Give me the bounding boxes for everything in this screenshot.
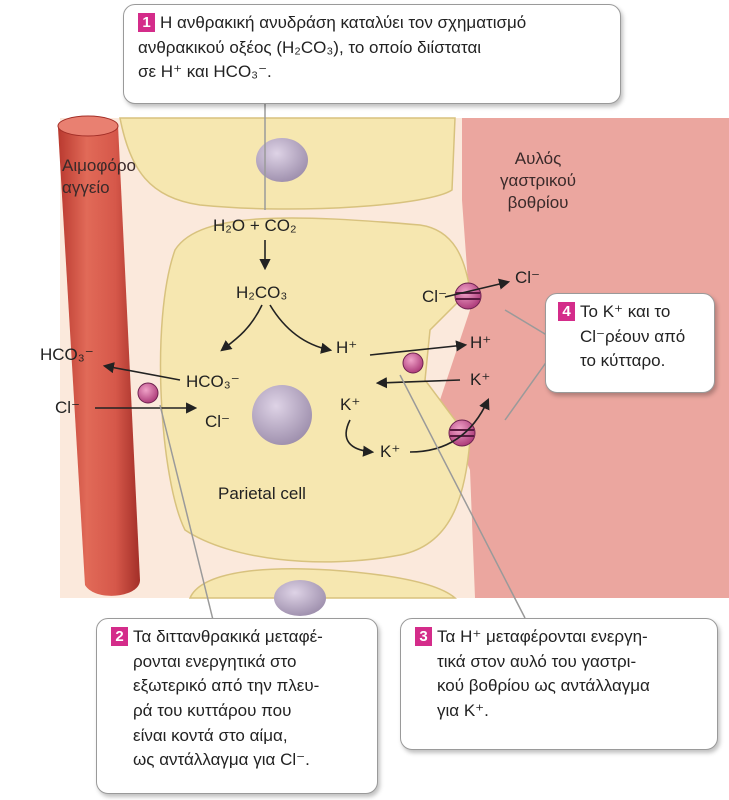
hco3-cell-label: HCO₃⁻ xyxy=(186,372,240,392)
k-cell-label: K⁺ xyxy=(340,395,360,415)
callout-1-line2: ανθρακικού οξέος (H₂CO₃), το οποίο διίστ… xyxy=(138,36,606,61)
callout-1-number: 1 xyxy=(138,13,155,32)
cl-blood-label: Cl⁻ xyxy=(55,398,80,418)
vessel-opening xyxy=(58,116,118,136)
h-k-pump xyxy=(403,353,423,373)
hco3-blood-label: HCO₃⁻ xyxy=(40,345,94,365)
callout-3-text1: Τα H⁺ μεταφέρονται ενεργη- xyxy=(437,627,648,646)
callout-2-line5: είναι κοντά στο αίμα, xyxy=(111,724,363,749)
callout-3-line1: 3 Τα H⁺ μεταφέρονται ενεργη- xyxy=(415,625,703,650)
blood-vessel-label: Αιμοφόρο αγγείο xyxy=(62,155,136,199)
callout-2-line4: ρά του κυττάρου που xyxy=(111,699,363,724)
hco3-cl-exchanger xyxy=(138,383,158,403)
callout-2-line2: ρονται ενεργητικά στο xyxy=(111,650,363,675)
callout-3: 3 Τα H⁺ μεταφέρονται ενεργη- τικά στον αυ… xyxy=(400,618,718,750)
callout-3-line2: τικά στον αυλό του γαστρι- xyxy=(415,650,703,675)
gastric-lumen-label-line1: Αυλός xyxy=(500,148,576,170)
h-lumen-label: H⁺ xyxy=(470,333,491,353)
lower-nucleus xyxy=(274,580,326,616)
gastric-lumen-label-line2: γαστρικού xyxy=(500,170,576,192)
callout-2-line1: 2 Τα διττανθρακικά μεταφέ- xyxy=(111,625,363,650)
callout-4-line2: Cl⁻ρέουν από xyxy=(558,325,702,350)
gastric-lumen-label: Αυλός γαστρικού βοθρίου xyxy=(500,148,576,214)
callout-4: 4 Το K⁺ και το Cl⁻ρέουν από το κύτταρο. xyxy=(545,293,715,393)
k-in-label: K⁺ xyxy=(380,442,400,462)
k-lumen-label: K⁺ xyxy=(470,370,490,390)
callout-1: 1 Η ανθρακική ανυδράση καταλύει τον σχημα… xyxy=(123,4,621,104)
cell-nucleus xyxy=(252,385,312,445)
callout-2-text1: Τα διττανθρακικά μεταφέ- xyxy=(133,627,323,646)
callout-3-line3: κού βοθρίου ως αντάλλαγμα xyxy=(415,674,703,699)
callout-2-number: 2 xyxy=(111,627,128,646)
callout-4-line1: 4 Το K⁺ και το xyxy=(558,300,702,325)
parietal-cell-label: Parietal cell xyxy=(218,484,306,504)
callout-1-line1: 1 Η ανθρακική ανυδράση καταλύει τον σχημα… xyxy=(138,11,606,36)
callout-2-line3: εξωτερικό από την πλευ- xyxy=(111,674,363,699)
h-cell-label: H⁺ xyxy=(336,338,357,358)
cl-channel xyxy=(455,283,481,309)
callout-4-line3: το κύτταρο. xyxy=(558,349,702,374)
h2o-co2-label: H₂O + CO₂ xyxy=(213,216,297,236)
callout-4-text1: Το K⁺ και το xyxy=(580,302,670,321)
callout-4-number: 4 xyxy=(558,302,575,321)
callout-3-line4: για K⁺. xyxy=(415,699,703,724)
cl-cell-label: Cl⁻ xyxy=(205,412,230,432)
blood-vessel-label-line1: Αιμοφόρο xyxy=(62,155,136,177)
h2co3-label: H₂CO₃ xyxy=(236,283,287,303)
cl-lumen-label: Cl⁻ xyxy=(515,268,540,288)
callout-1-text1: Η ανθρακική ανυδράση καταλύει τον σχηματ… xyxy=(160,13,526,32)
callout-1-line3: σε H⁺ και HCO₃⁻. xyxy=(138,60,606,85)
upper-nucleus xyxy=(256,138,308,182)
gastric-lumen-label-line3: βοθρίου xyxy=(500,192,576,214)
callout-3-number: 3 xyxy=(415,627,432,646)
callout-2-line6: ως αντάλλαγμα για Cl⁻. xyxy=(111,748,363,773)
callout-2: 2 Τα διττανθρακικά μεταφέ- ρονται ενεργητ… xyxy=(96,618,378,794)
blood-vessel-label-line2: αγγείο xyxy=(62,177,136,199)
cl-membrane-label: Cl⁻ xyxy=(422,287,447,307)
